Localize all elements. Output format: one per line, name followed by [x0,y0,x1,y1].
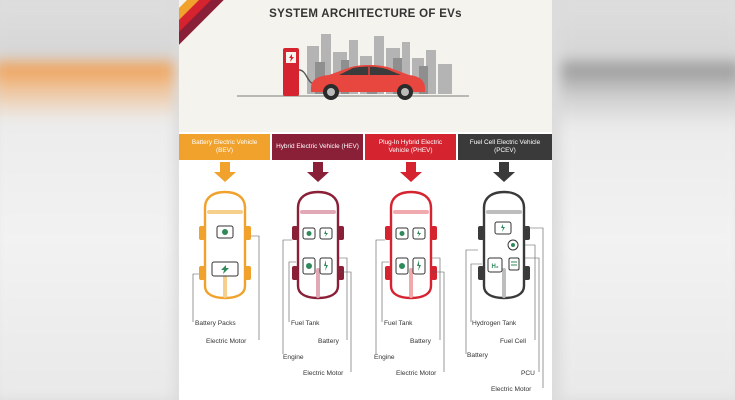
electric-motor-icon [216,225,234,239]
category-hev-label: Hybrid Electric Vehicle (HEV) [276,143,359,150]
axles [207,210,522,298]
diagram-drawing: H₂ [192,162,544,388]
phev-car-outline [389,190,433,300]
category-phev: Plug-In Hybrid Electric Vehicle (PHEV) [365,134,456,160]
label-hev-electric-motor: Electric Motor [303,370,344,377]
category-pcev: Fuel Cell Electric Vehicle (PCEV) [458,134,552,160]
label-phev-electric-motor: Electric Motor [396,370,437,377]
arrow-hev [307,162,329,182]
label-hev-engine: Engine [283,354,304,361]
category-row: Battery Electric Vehicle (BEV) Hybrid El… [179,134,552,160]
label-bev-battery-packs: Battery Packs [195,320,236,327]
category-phev-label: Plug-In Hybrid Electric Vehicle (PHEV) [378,139,443,154]
hev-car-outline [296,190,340,300]
down-arrows [214,162,515,182]
svg-text:H₂: H₂ [492,264,499,270]
battery-icon [319,257,426,275]
hero-illustration [237,34,469,100]
hero-banner: SYSTEM ARCHITECTURE OF EVs [179,0,552,132]
label-bev-electric-motor: Electric Motor [206,338,247,345]
category-bev: Battery Electric Vehicle (BEV) [179,134,270,160]
label-phev-fuel-tank: Fuel Tank [384,320,413,327]
label-phev-engine: Engine [374,354,395,361]
pcev-car-outline [482,190,526,300]
electric-motor-icon [494,221,512,235]
label-pcev-battery: Battery [467,352,488,359]
bev-car-outline [203,190,247,300]
label-phev-battery: Battery [410,338,431,345]
label-hev-fuel-tank: Fuel Tank [291,320,320,327]
label-pcev-pcu: PCU [521,370,535,377]
category-hev: Hybrid Electric Vehicle (HEV) [272,134,363,160]
fuel-tank-icon [302,257,409,275]
label-pcev-hydrogen-tank: Hydrogen Tank [472,320,517,327]
electric-car-illustration [311,64,425,100]
engine-icon [302,227,409,240]
page-title: SYSTEM ARCHITECTURE OF EVs [269,8,462,20]
h2-tank-icon: H₂ [487,257,503,273]
battery-icon [211,261,239,277]
label-pcev-fuel-cell: Fuel Cell [500,338,527,345]
fuel-cell-icon [507,239,519,251]
electric-motor-icon [319,227,426,240]
car-outlines [203,190,526,300]
category-bev-label: Battery Electric Vehicle (BEV) [191,139,258,154]
infographic-card: SYSTEM ARCHITECTURE OF EVs Battery Elect… [179,0,552,400]
category-pcev-label: Fuel Cell Electric Vehicle (PCEV) [469,139,541,154]
arrow-pcev [493,162,515,182]
blurred-backdrop-left [0,0,174,400]
arrow-phev [400,162,422,182]
blurred-backdrop-right [561,0,735,400]
battery-icon [508,257,520,271]
wheels [199,226,530,280]
label-hev-battery: Battery [318,338,339,345]
label-pcev-electric-motor: Electric Motor [491,386,532,393]
arrow-bev [214,162,236,182]
leader-lines [192,227,544,388]
